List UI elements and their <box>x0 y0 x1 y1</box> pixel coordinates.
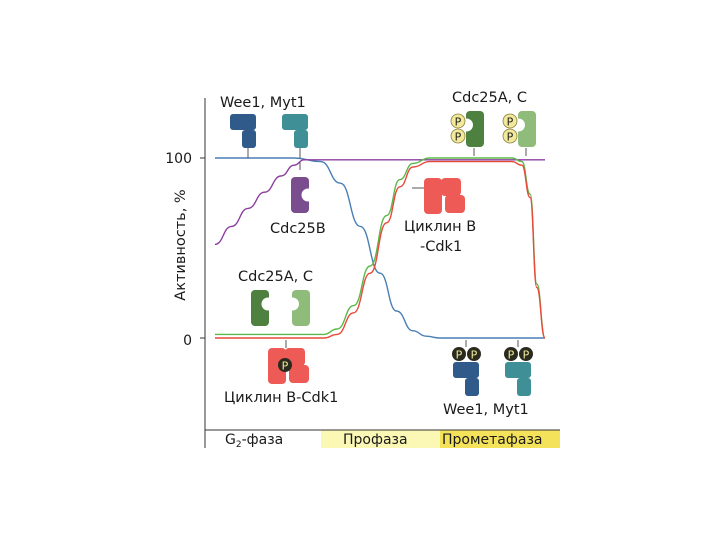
label-wee1-myt1-top: Wee1, Myt1 <box>220 95 306 111</box>
label-cyclin-mid-line1: Циклин В <box>404 219 476 235</box>
svg-text:P: P <box>507 131 514 144</box>
cyclin-b-cdk1-complex-icon <box>424 178 465 214</box>
phase-label-prophase: Профаза <box>343 432 408 448</box>
phosphate-icon: P P P P <box>450 113 518 144</box>
svg-text:P: P <box>455 131 462 144</box>
phosphate-icon: P P P P <box>452 347 533 362</box>
wee1-protein-icon <box>230 114 256 148</box>
curve-cyclin <box>214 160 546 339</box>
label-cyclin-mid-line2: -Cdk1 <box>420 239 462 255</box>
myt1-protein-icon <box>282 114 308 148</box>
prometaphase-band <box>440 430 560 448</box>
phase-label-g2: G2-фаза <box>225 432 283 450</box>
phosphate-icon: P <box>278 358 292 373</box>
svg-text:P: P <box>471 349 478 362</box>
curve-cdc25ac <box>214 157 546 339</box>
cdc25a-inactive-icon <box>251 290 275 326</box>
prophase-band <box>321 430 440 448</box>
cdc25a-protein-icon <box>460 111 484 147</box>
svg-text:P: P <box>456 349 463 362</box>
svg-text:P: P <box>455 116 462 129</box>
y-tick-label-0: 0 <box>183 333 192 349</box>
label-cdc25ac-top: Cdc25A, C <box>452 90 527 106</box>
cyclin-b-cdk1-inactive-icon <box>268 348 309 384</box>
label-cyclin-bottom: Циклин В-Cdk1 <box>224 390 338 406</box>
svg-text:P: P <box>523 349 530 362</box>
label-wee1-myt1-bottom: Wee1, Myt1 <box>443 402 529 418</box>
curve-wee1 <box>214 157 545 339</box>
cdc25c-inactive-icon <box>286 290 310 326</box>
wee1-protein-icon <box>453 362 479 396</box>
svg-text:P: P <box>508 349 515 362</box>
myt1-protein-icon <box>505 362 531 396</box>
label-cdc25b: Cdc25B <box>270 221 326 237</box>
cdc25b-protein-icon <box>291 177 315 213</box>
activity-curves <box>214 157 546 339</box>
y-tick-label-100: 100 <box>165 151 192 167</box>
phase-label-prometaphase: Прометафаза <box>442 432 542 448</box>
label-cdc25ac-bottom: Cdc25A, C <box>238 269 313 285</box>
curve-cdc25b <box>214 159 545 246</box>
svg-text:P: P <box>507 116 514 129</box>
svg-text:P: P <box>282 360 289 373</box>
y-axis-label: Активность, % <box>173 189 189 300</box>
